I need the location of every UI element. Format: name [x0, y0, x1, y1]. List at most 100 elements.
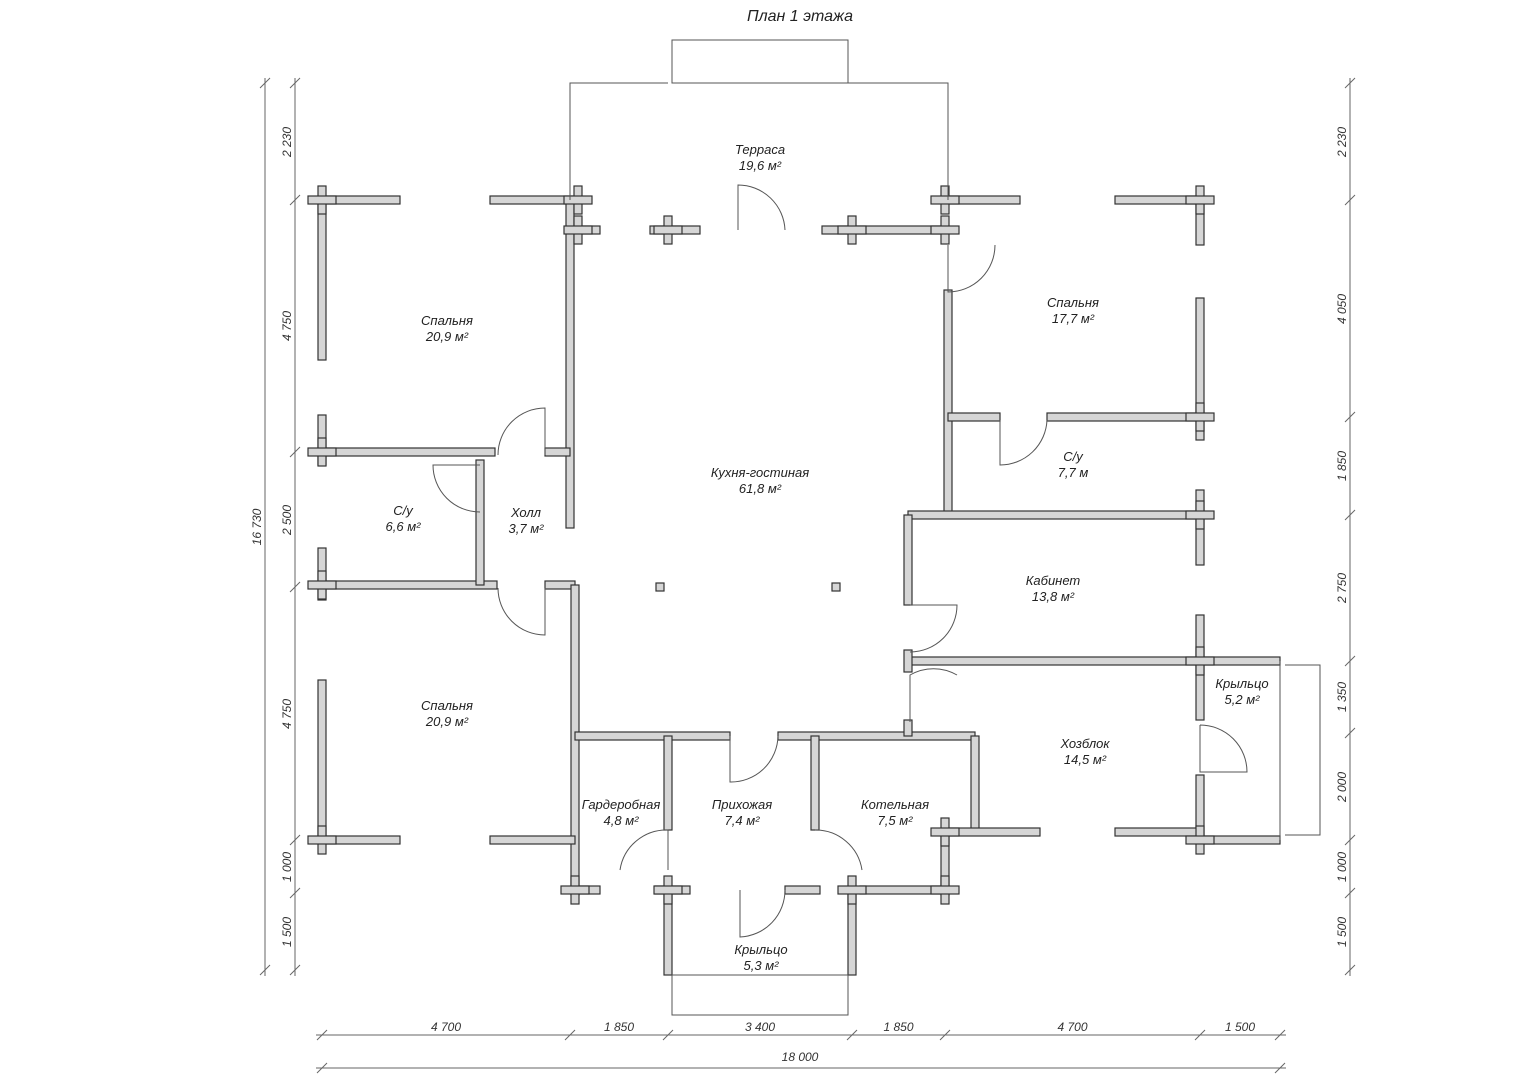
column	[1185, 195, 1215, 205]
room-area: 17,7 м²	[1051, 311, 1095, 326]
column	[655, 582, 665, 592]
door-swing	[909, 604, 958, 653]
dimension-tick	[259, 77, 271, 89]
dimension-label: 1 850	[1335, 450, 1349, 482]
dimension-total-label: 16 730	[250, 508, 264, 546]
dimension-label: 1 500	[1335, 916, 1349, 947]
dimension-label: 2 230	[1335, 126, 1349, 157]
room-area: 3,7 м²	[508, 521, 544, 536]
dimension-tick	[1274, 1062, 1286, 1074]
wall	[903, 719, 913, 737]
column	[653, 885, 683, 895]
wall	[321, 447, 496, 457]
wall	[784, 885, 821, 895]
dimension-tick	[1274, 1029, 1286, 1041]
terrace-stairs	[671, 39, 849, 84]
column	[1185, 510, 1215, 520]
room-name: Кухня-гостиная	[710, 465, 810, 480]
front-porch-stairs	[671, 974, 849, 1016]
dimension-label: 1 850	[603, 1020, 635, 1034]
dimension-label: 4 700	[430, 1020, 462, 1034]
dimension-label: 4 050	[1335, 293, 1349, 324]
dimension-tick	[289, 77, 301, 89]
room-area: 5,2 м²	[1224, 692, 1260, 707]
room-area: 20,9 м²	[425, 329, 469, 344]
dimension-tick	[1344, 964, 1356, 976]
dimension-label: 1 000	[1335, 851, 1349, 882]
room-name: Спальня	[421, 313, 473, 328]
dimension-label: 1 000	[280, 851, 294, 882]
dimension-tick	[846, 1029, 858, 1041]
dimension-label: 2 750	[1335, 572, 1349, 604]
dimension-label: 2 000	[1335, 771, 1349, 802]
column	[307, 835, 337, 845]
room-area: 7,4 м²	[724, 813, 760, 828]
wall	[777, 731, 976, 741]
column	[307, 447, 337, 457]
dimension-label: 1 350	[1335, 681, 1349, 713]
column	[307, 195, 337, 205]
wall	[321, 580, 498, 590]
wall	[907, 656, 1281, 666]
room-name: Холл	[511, 505, 541, 520]
room-name: Крыльцо	[1215, 676, 1269, 691]
column	[930, 195, 960, 205]
door-swing	[947, 244, 996, 293]
dimension-tick	[1344, 887, 1356, 899]
wall	[947, 412, 1001, 422]
door-swing	[729, 735, 779, 783]
column	[653, 225, 683, 235]
room-name: С/у	[393, 503, 413, 518]
wall	[1114, 827, 1201, 837]
dimension-tick	[289, 194, 301, 206]
room-area: 20,9 м²	[425, 714, 469, 729]
dimension-tick	[1344, 509, 1356, 521]
column	[1185, 412, 1215, 422]
room-name: Спальня	[1047, 295, 1099, 310]
dimension-tick	[1194, 1029, 1206, 1041]
wall	[574, 731, 731, 741]
dimension-tick	[1344, 194, 1356, 206]
column	[930, 827, 960, 837]
wall	[903, 514, 913, 606]
dimension-label: 2 230	[280, 126, 294, 157]
column	[563, 225, 593, 235]
room-name: Терраса	[734, 142, 786, 157]
wall	[907, 510, 1201, 520]
dimension-label: 1 850	[883, 1020, 914, 1034]
dimension-tick	[1344, 655, 1356, 667]
dimension-tick	[939, 1029, 951, 1041]
wall	[970, 735, 980, 833]
wall	[810, 735, 820, 831]
dimension-label: 1 500	[280, 916, 294, 947]
door-swing	[739, 889, 786, 938]
door-swing	[1199, 724, 1248, 773]
dimension-tick	[316, 1029, 328, 1041]
room-name: Котельная	[860, 797, 930, 812]
room-area: 6,6 м²	[385, 519, 421, 534]
door-swing	[814, 829, 863, 871]
room-name: Хозблок	[1060, 736, 1110, 751]
door-swing	[619, 829, 669, 871]
dimension-tick	[1344, 411, 1356, 423]
wall	[1195, 297, 1205, 441]
column	[307, 580, 337, 590]
room-name: Гардеробная	[581, 797, 661, 812]
dimension-tick	[289, 887, 301, 899]
dimension-tick	[289, 446, 301, 458]
room-area: 5,3 м²	[743, 958, 779, 973]
side-porch-stairs	[1279, 661, 1321, 840]
column	[560, 885, 590, 895]
column	[930, 225, 960, 235]
door-swing	[737, 184, 786, 231]
dimension-label: 4 750	[280, 310, 294, 342]
dimension-total-label: 18 000	[781, 1050, 819, 1064]
